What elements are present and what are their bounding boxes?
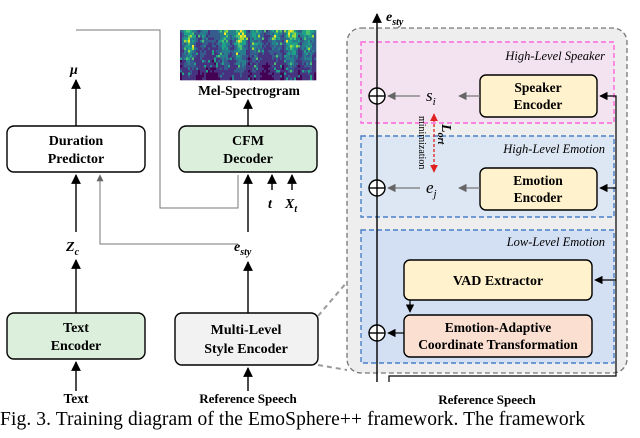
eact-label-line1: Emotion-Adaptive [445, 320, 552, 335]
duration-predictor-label-line2: Predictor [48, 152, 105, 167]
text-encoder-label-line1: Text [63, 321, 89, 336]
style-encoder-label-line1: Multi-Level [211, 323, 282, 338]
l-ort-symbol: Lort [435, 123, 453, 145]
speaker-encoder-label-line1: Speaker [514, 80, 561, 95]
emotion-encoder-label-line1: Emotion [513, 173, 563, 188]
emotion-encoder-label-line2: Encoder [514, 190, 563, 205]
style-encoder-block [174, 312, 319, 366]
esty-symbol-right: esty [386, 10, 404, 28]
figure-caption: Fig. 3. Training diagram of the EmoSpher… [0, 409, 586, 430]
style-encoder-label-line2: Style Encoder [204, 342, 288, 357]
sum-node-speaker [368, 87, 386, 105]
esty-symbol-left: esty [234, 240, 252, 258]
reference-speech-input-label: Reference Speech [199, 391, 297, 406]
minimization-label: minimization [416, 116, 427, 169]
emotion-encoder-block [479, 167, 598, 211]
cfm-decoder-label-line2: Decoder [223, 152, 273, 167]
connector-mu-to-decoder [76, 29, 239, 209]
reference-speech-panel-label: Reference Speech [438, 392, 536, 407]
zoom-line-bottom [317, 364, 348, 371]
sum-node-low-level [368, 324, 386, 342]
zoom-line-top [317, 281, 348, 317]
eact-block [403, 314, 593, 358]
training-diagram: High-Level Speaker High-Level Emotion Lo… [6, 10, 628, 407]
duration-predictor-label-line1: Duration [49, 134, 104, 149]
cfm-decoder-label-line1: CFM [232, 134, 264, 149]
zc-symbol: Zc [65, 240, 80, 258]
speaker-encoder-label-line2: Encoder [514, 97, 563, 112]
connector-esty-to-duration [96, 174, 238, 245]
mu-symbol: μ [69, 63, 78, 78]
vad-extractor-label: VAD Extractor [453, 274, 543, 289]
high-level-speaker-label: High-Level Speaker [504, 49, 605, 63]
reference-speech-feed-line [388, 91, 617, 382]
mel-spectrogram-image [180, 30, 317, 81]
eact-label-line2: Coordinate Transformation [418, 337, 578, 352]
text-encoder-label-line2: Encoder [51, 339, 102, 354]
sum-node-emotion [368, 179, 386, 197]
low-level-emotion-label: Low-Level Emotion [506, 235, 605, 249]
vad-extractor-block [403, 259, 593, 301]
xt-symbol: Xt [284, 197, 298, 215]
high-level-emotion-label: High-Level Emotion [502, 142, 605, 156]
si-symbol: si [426, 86, 436, 108]
mel-spectrogram-label: Mel-Spectrogram [198, 83, 300, 98]
text-input-label: Text [63, 391, 89, 406]
t-symbol: t [268, 197, 273, 212]
ej-symbol: ej [426, 178, 437, 200]
